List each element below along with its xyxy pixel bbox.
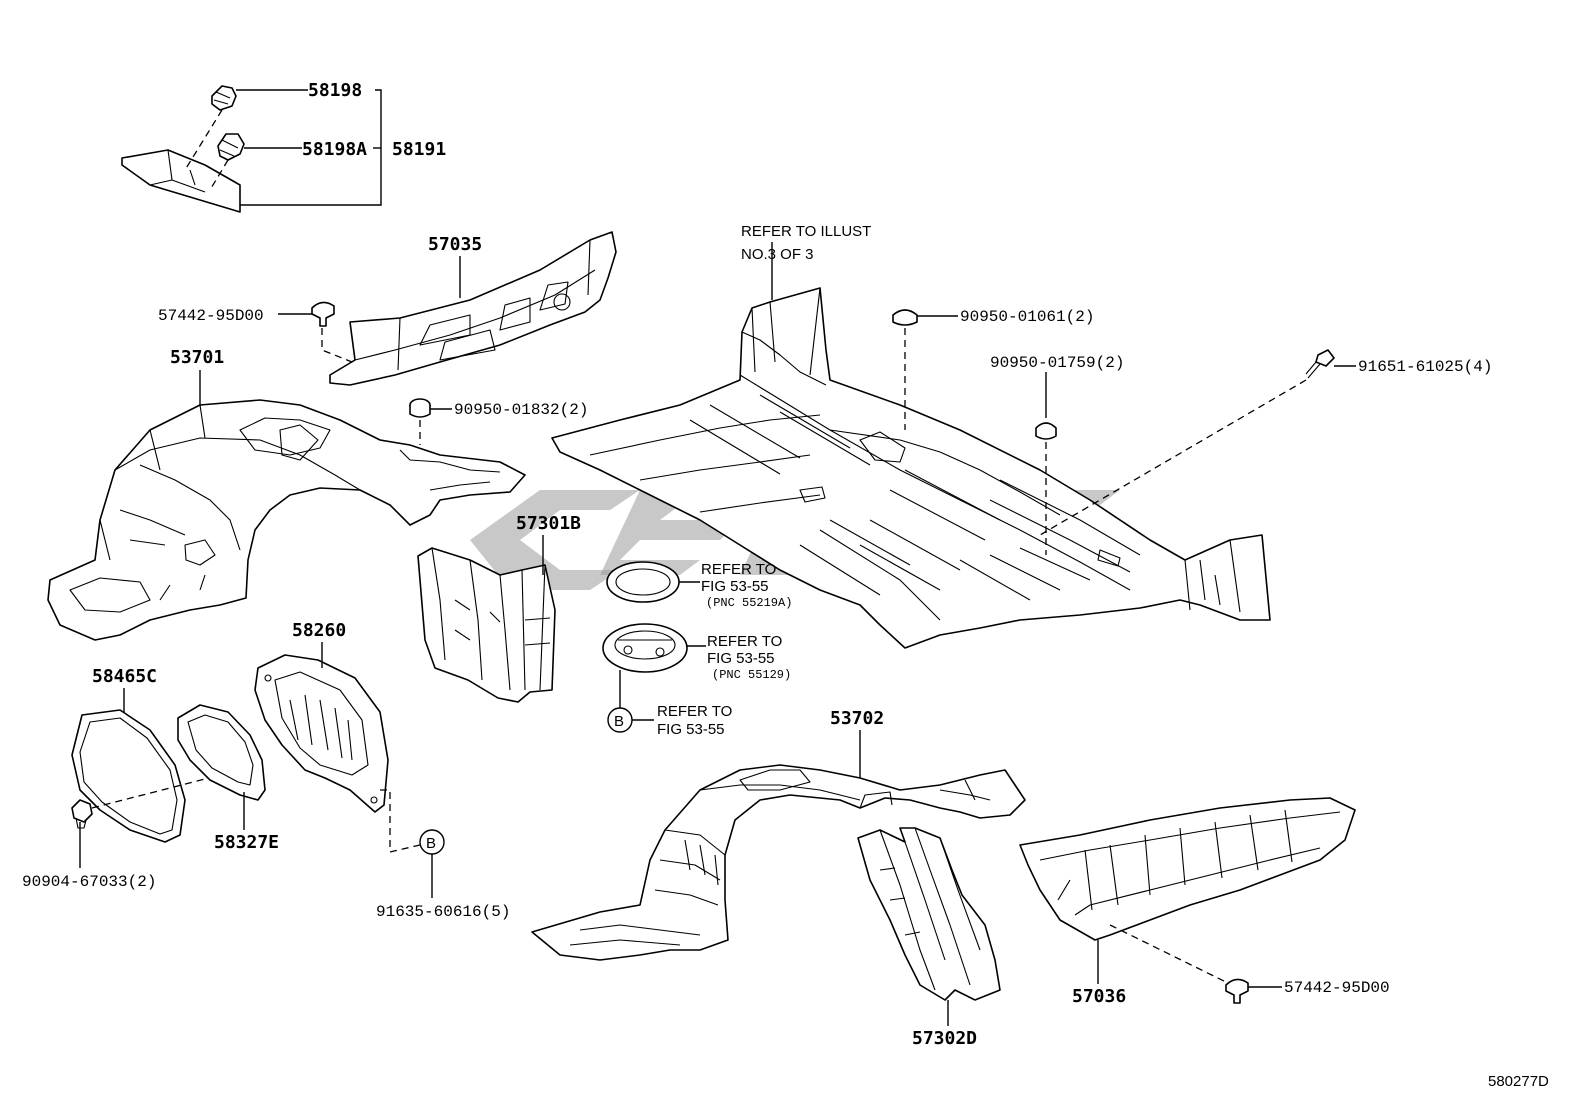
label-90950-01759: 90950-01759(2) [990,354,1124,372]
clip-58198A-icon [217,133,245,161]
wheelhouse-53701 [47,370,526,641]
ref1-line3: (PNC 55219A) [706,596,792,610]
label-90950-01061: 90950-01061(2) [960,308,1094,326]
label-57302D: 57302D [912,1028,977,1049]
ref-illust-line1: REFER TO ILLUST [741,223,871,240]
label-58198: 58198 [308,80,362,101]
ref3-line2: FIG 53-55 [657,721,725,738]
label-57035: 57035 [428,234,482,255]
member-57302D [857,827,1001,1026]
wheelhouse-53702 [531,730,1026,961]
ref1-line1: REFER TO [701,561,776,578]
label-57301B: 57301B [516,513,581,534]
bracket-plate [121,149,241,213]
plug-90950-01832-icon [409,398,452,445]
label-57036: 57036 [1072,986,1126,1007]
clip-90904-icon [71,799,93,868]
panel-57036 [1019,797,1356,986]
bracket-58191-group [121,85,382,213]
ring-55219A [606,561,700,603]
bolt-91651-icon [1039,349,1356,536]
clip-57442-top-icon [278,301,353,363]
callout-b-letter: B [614,713,624,730]
clip-57442-bottom-icon [1225,978,1282,1004]
callout-b-bottom: B [419,829,445,898]
ref-illust-line2: NO.3 OF 3 [741,246,814,263]
label-57442-top: 57442-95D00 [158,307,264,325]
plug-90950-01759-icon [1035,372,1057,555]
label-58191: 58191 [392,139,446,160]
label-58198A: 58198A [302,139,367,160]
seal-58465C [71,688,241,843]
label-58260: 58260 [292,620,346,641]
seat-55129 [602,623,706,708]
label-57442-bottom: 57442-95D00 [1284,979,1390,997]
label-53702: 53702 [830,708,884,729]
label-91635-60616: 91635-60616(5) [376,903,510,921]
ref2-line2: FIG 53-55 [707,650,775,667]
floor-pan [551,242,1271,649]
label-58327E: 58327E [214,832,279,853]
ref2-line3: (PNC 55129) [712,668,791,682]
cover-58260 [254,642,421,853]
callout-b-letter-bottom: B [426,835,436,852]
drawing-id: 580277D [1488,1073,1549,1090]
label-91651-61025: 91651-61025(4) [1358,358,1492,376]
label-58465C: 58465C [92,666,157,687]
callout-b-top: B [607,707,654,733]
ref3-line1: REFER TO [657,703,732,720]
member-57301B [417,535,556,703]
label-53701: 53701 [170,347,224,368]
label-90904-67033: 90904-67033(2) [22,873,156,891]
panel-57035 [329,231,617,386]
plug-90950-01061-icon [892,309,958,430]
plate-58327E [177,704,266,830]
label-90950-01832: 90950-01832(2) [454,401,588,419]
clip-58198-icon [211,85,237,111]
ref2-line1: REFER TO [707,633,782,650]
ref1-line2: FIG 53-55 [701,578,769,595]
